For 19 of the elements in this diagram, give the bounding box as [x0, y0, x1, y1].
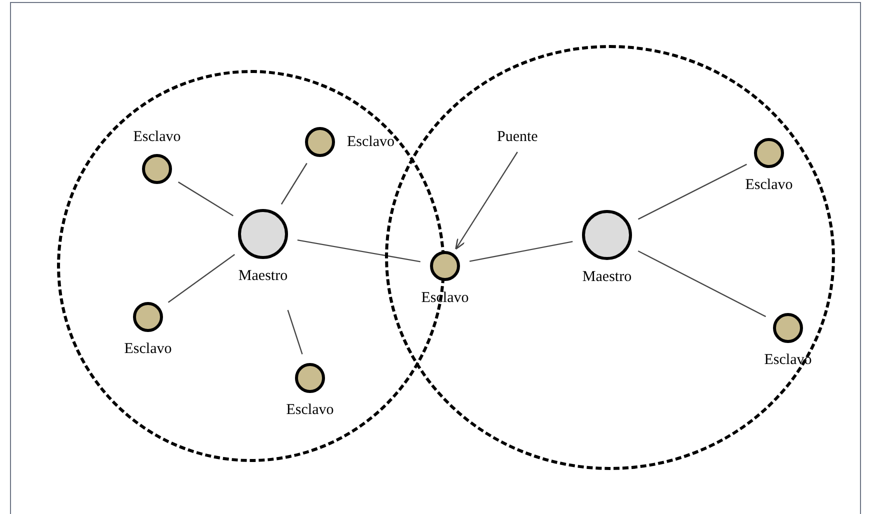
bridge-label: Puente [497, 128, 538, 146]
node-label: Esclavo [421, 289, 469, 307]
node-label: Esclavo [764, 351, 812, 369]
leader-arrow [455, 152, 518, 250]
link-line [469, 241, 573, 262]
node-label: Maestro [238, 267, 288, 285]
node-label: Esclavo [347, 133, 394, 151]
link-line [638, 250, 766, 318]
node-label: Maestro [582, 268, 632, 286]
node-label: Esclavo [124, 340, 172, 358]
link-line [178, 182, 234, 216]
node-label: Esclavo [286, 401, 334, 419]
node-label: Esclavo [745, 176, 793, 194]
link-line [297, 239, 420, 262]
node-label: Esclavo [133, 128, 181, 146]
link-line [168, 254, 235, 303]
link-line [638, 164, 747, 220]
link-line [280, 162, 308, 205]
link-line [287, 310, 303, 354]
